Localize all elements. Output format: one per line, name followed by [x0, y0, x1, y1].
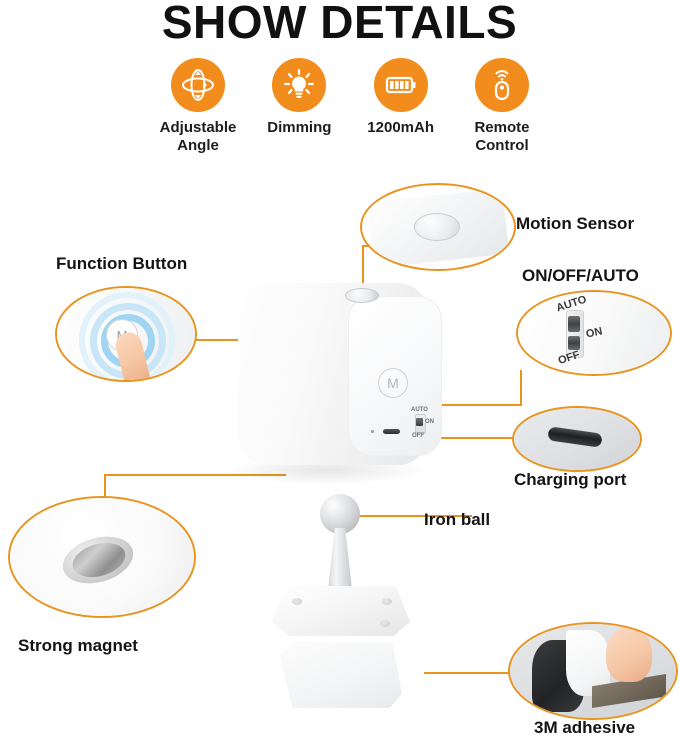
- connector-charging-port-horizontal: [400, 437, 518, 439]
- feature-label-line2: Control: [475, 137, 529, 154]
- connector-switch-vertical: [520, 370, 522, 406]
- device-top-sensor: [345, 288, 379, 303]
- adhesive-pad: [280, 642, 402, 708]
- label-strong-magnet: Strong magnet: [18, 636, 138, 655]
- label-on-off-auto: ON/OFF/AUTO: [522, 266, 639, 285]
- callout-function-button: M: [55, 286, 197, 382]
- device-led-indicator: [371, 430, 374, 433]
- device-mode-switch-knob: [416, 418, 423, 426]
- iron-ball: [320, 494, 360, 534]
- callout-strong-magnet: [8, 496, 196, 618]
- label-function-button: Function Button: [56, 254, 188, 273]
- device-switch-label-on: ON: [425, 419, 434, 425]
- connector-iron-ball: [352, 515, 472, 517]
- page-title: SHOW DETAILS: [161, 0, 518, 48]
- bracket-screw-hole-left: [292, 598, 302, 605]
- battery-icon: [373, 58, 428, 112]
- feature-item-dimming: Dimming: [251, 58, 347, 137]
- bracket-screw-hole-bottom: [380, 620, 390, 627]
- device-button-glyph: M: [387, 375, 399, 391]
- feature-label-remote-control: Remote Control: [474, 119, 529, 155]
- feature-label-dimming: Dimming: [267, 119, 332, 136]
- bracket-screw-hole-right: [382, 598, 392, 605]
- callout-charging-port: [512, 406, 642, 472]
- feature-item-battery: 1200mAh: [353, 58, 449, 137]
- switch-knob: [568, 316, 580, 332]
- switch-closeup-surface: [518, 292, 670, 374]
- thumb-pointer: [606, 626, 652, 682]
- dimming-bulb-icon: [272, 58, 327, 112]
- feature-item-remote-control: Remote Control: [454, 58, 550, 155]
- switch-knob-lower: [568, 336, 580, 350]
- device-switch-label-off: OFF: [412, 433, 424, 439]
- adjustable-angle-icon: [171, 58, 225, 112]
- label-charging-port: Charging port: [514, 470, 627, 489]
- device-charging-port: [383, 429, 400, 434]
- callout-adhesive: [508, 622, 678, 720]
- feature-label-adjustable-angle: Adjustable Angle: [160, 119, 237, 155]
- device-switch-label-auto: AUTO: [411, 407, 428, 413]
- feature-label-line2: Angle: [177, 137, 219, 154]
- bracket-base-plate: [272, 586, 410, 636]
- device-function-button[interactable]: M: [378, 368, 408, 398]
- connector-switch-horizontal: [432, 404, 522, 406]
- label-iron-ball: Iron ball: [424, 510, 491, 529]
- label-adhesive: 3M adhesive: [534, 718, 636, 737]
- label-motion-sensor: Motion Sensor: [516, 214, 635, 233]
- feature-label-line1: Remote: [474, 119, 530, 136]
- remote-control-icon: [474, 58, 529, 112]
- feature-item-adjustable-angle: Adjustable Angle: [150, 58, 246, 155]
- connector-motion-sensor-vertical: [362, 247, 364, 292]
- ripple-outer: [79, 292, 175, 380]
- feature-label-battery: 1200mAh: [367, 119, 434, 136]
- connector-adhesive: [424, 672, 510, 674]
- feature-label-line1: Adjustable: [159, 119, 237, 136]
- feature-list: Adjustable Angle: [150, 58, 550, 168]
- callout-motion-sensor: [360, 183, 516, 271]
- connector-magnet-vertical: [104, 474, 106, 498]
- motion-sensor-dome: [414, 213, 460, 241]
- connector-magnet-horizontal: [104, 474, 286, 476]
- callout-switch: AUTO ON OFF: [516, 290, 672, 376]
